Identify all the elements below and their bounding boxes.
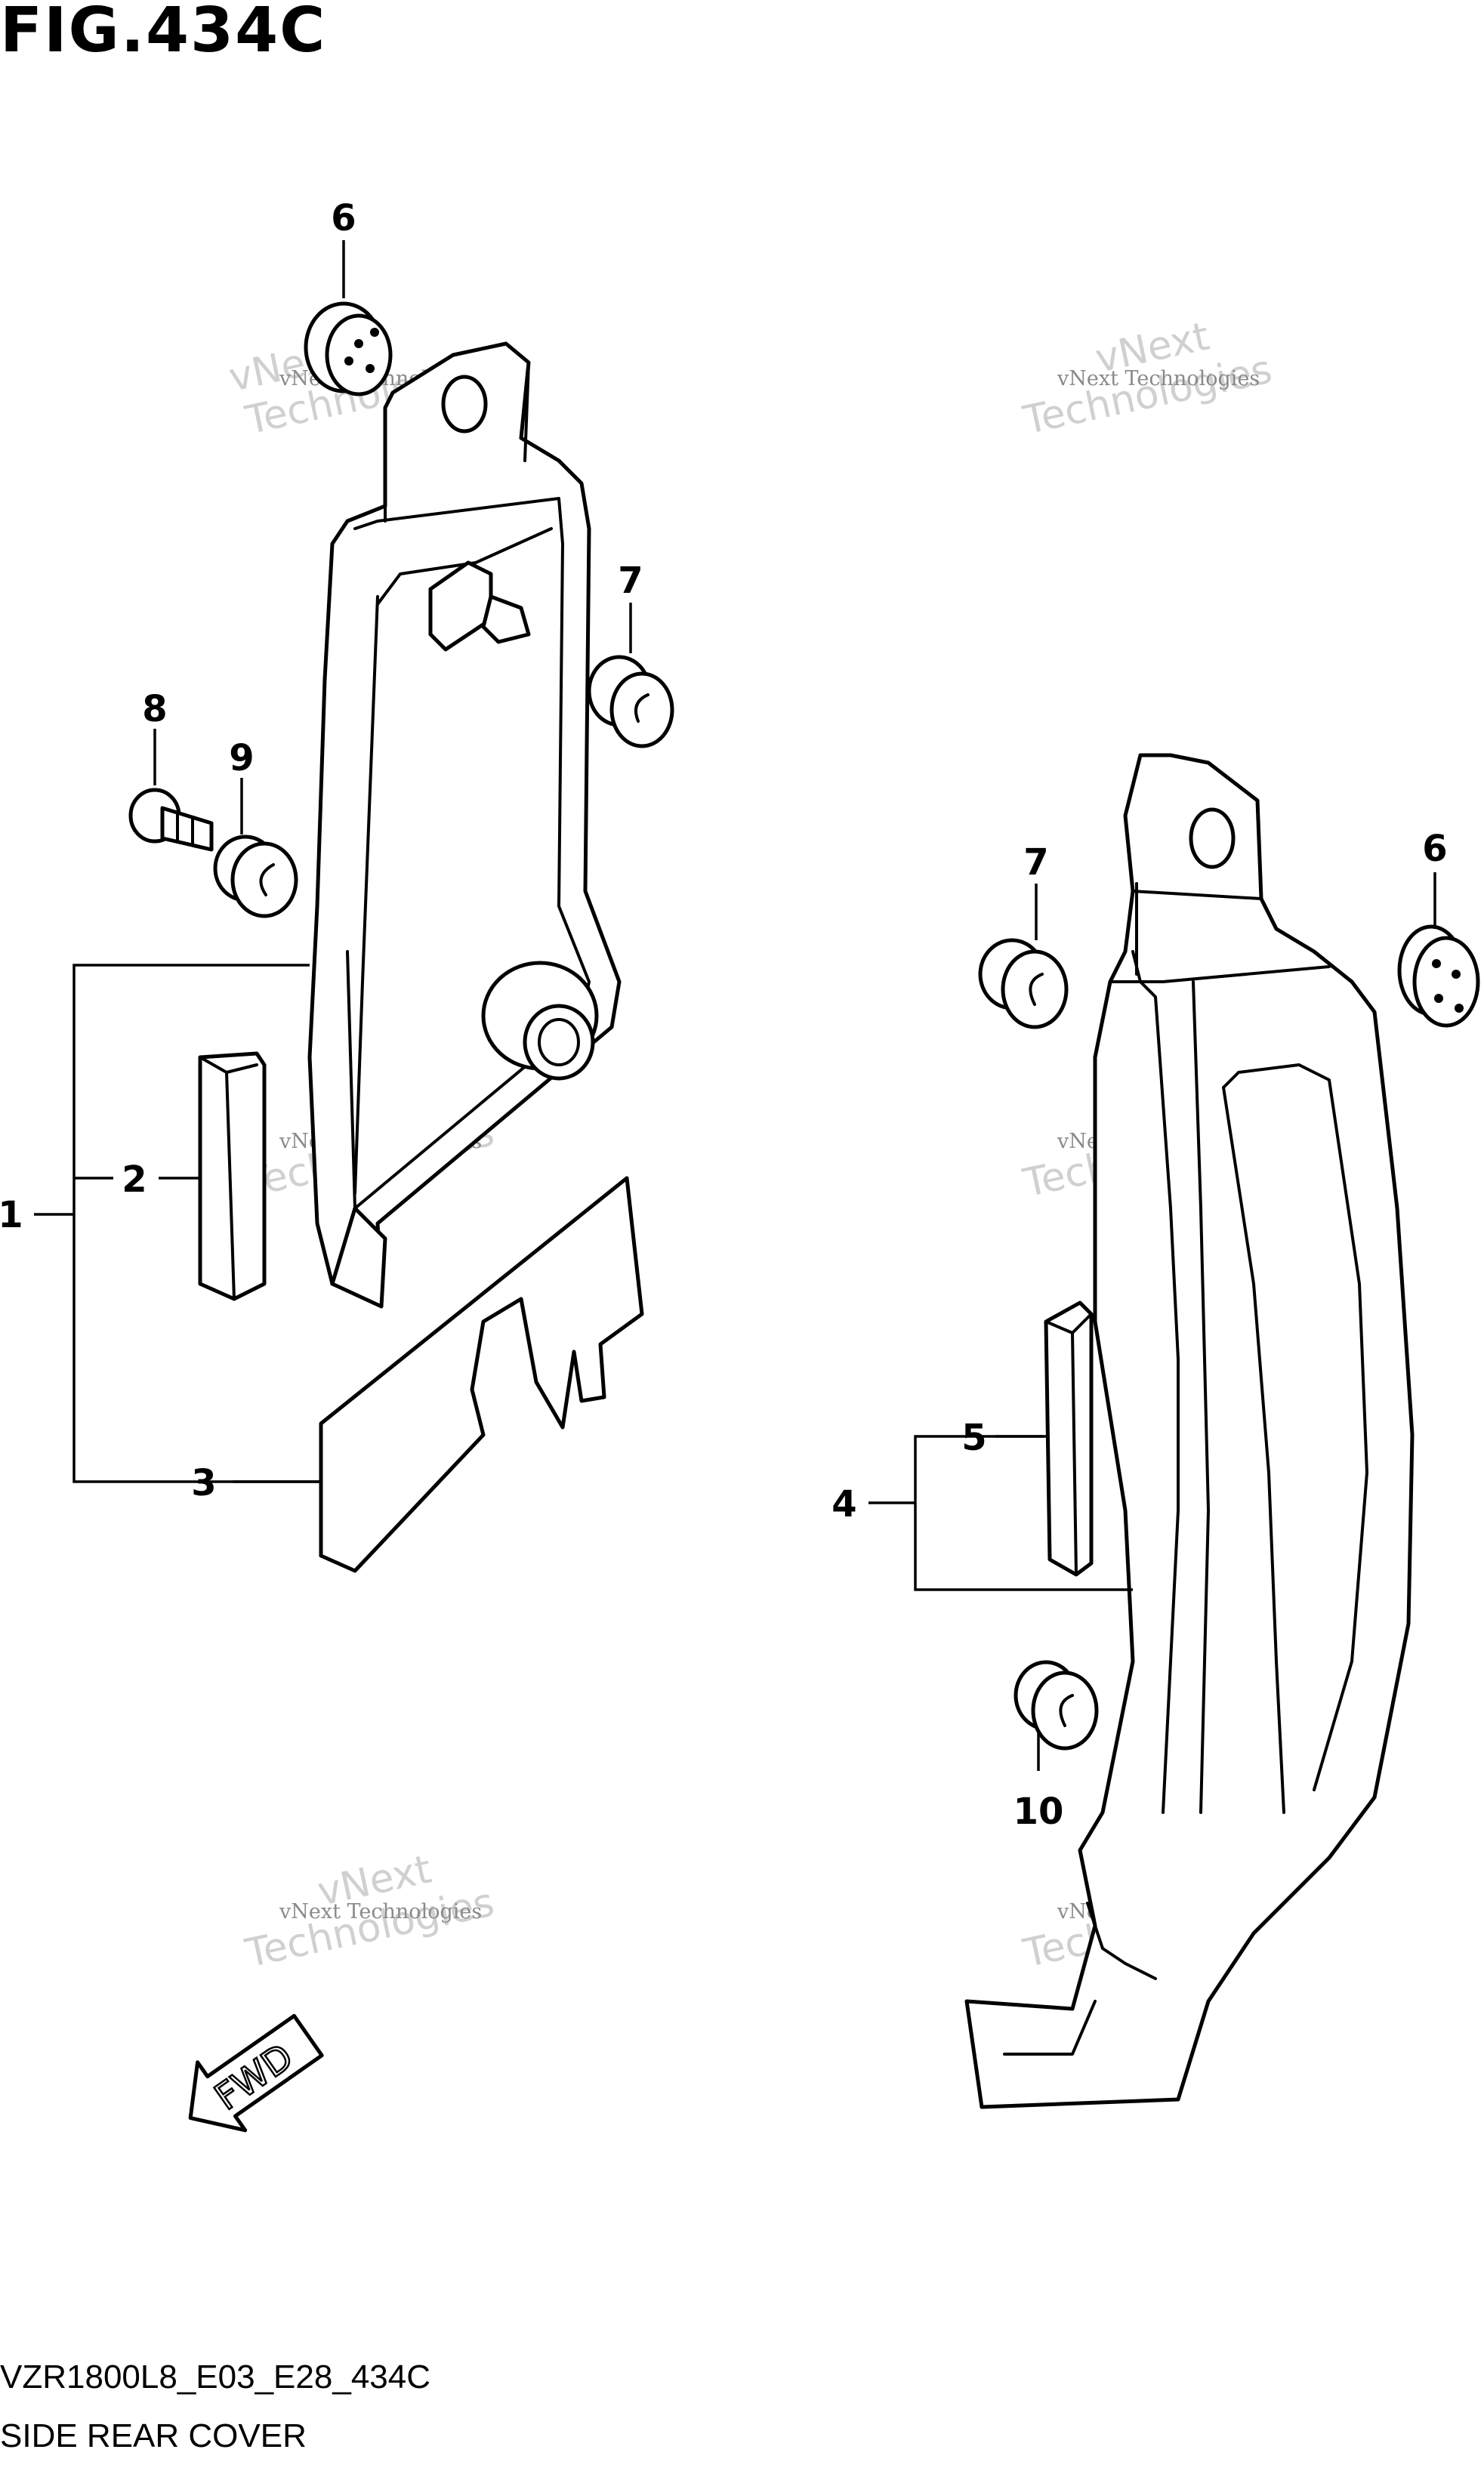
fwd-direction-arrow: FWD xyxy=(188,2013,324,2133)
grommet-part-6-left xyxy=(304,301,393,396)
callout-10: 10 xyxy=(1014,1791,1064,1833)
left-side-cover xyxy=(307,341,622,1309)
grommet-part-6-right xyxy=(1397,924,1480,1028)
callout-6-right: 6 xyxy=(1422,828,1447,870)
right-side-cover xyxy=(964,753,1415,2109)
svg-text:vNext Technologies: vNext Technologies xyxy=(1057,367,1260,390)
callout-6-left: 6 xyxy=(331,197,356,239)
grommet-part-7-right xyxy=(978,938,1069,1029)
strip-part-2 xyxy=(198,1051,267,1301)
bolt-part-8 xyxy=(128,788,214,852)
grommet-part-7-left xyxy=(587,655,674,748)
callout-1: 1 xyxy=(0,1194,23,1236)
callout-3: 3 xyxy=(191,1462,216,1504)
svg-text:vNext Technologies: vNext Technologies xyxy=(279,1900,482,1923)
leader-lines xyxy=(34,240,1436,1771)
sheet-part-3 xyxy=(319,1176,644,1573)
callout-5: 5 xyxy=(961,1417,986,1459)
callout-8: 8 xyxy=(142,688,167,730)
grommet-part-10 xyxy=(1014,1660,1099,1751)
callout-7-right: 7 xyxy=(1023,841,1048,884)
watermark-bottom-left: vNext Technologies vNext Technologies xyxy=(241,1847,498,1977)
callout-2: 2 xyxy=(122,1158,147,1201)
watermark-top-right: vNext Technologies vNext Technologies xyxy=(1019,314,1276,444)
figure-title: FIG.434C xyxy=(0,0,327,66)
callout-4: 4 xyxy=(831,1483,856,1525)
strip-part-5 xyxy=(1044,1300,1094,1577)
callout-7-left: 7 xyxy=(618,560,643,602)
section-name: SIDE REAR COVER xyxy=(0,2417,307,2454)
drawing-code: VZR1800L8_E03_E28_434C xyxy=(0,2358,431,2395)
callout-numbers: 6 7 8 9 2 1 3 7 6 5 4 10 xyxy=(0,197,1448,1833)
callout-9: 9 xyxy=(229,737,254,779)
grommet-part-9 xyxy=(213,834,298,918)
